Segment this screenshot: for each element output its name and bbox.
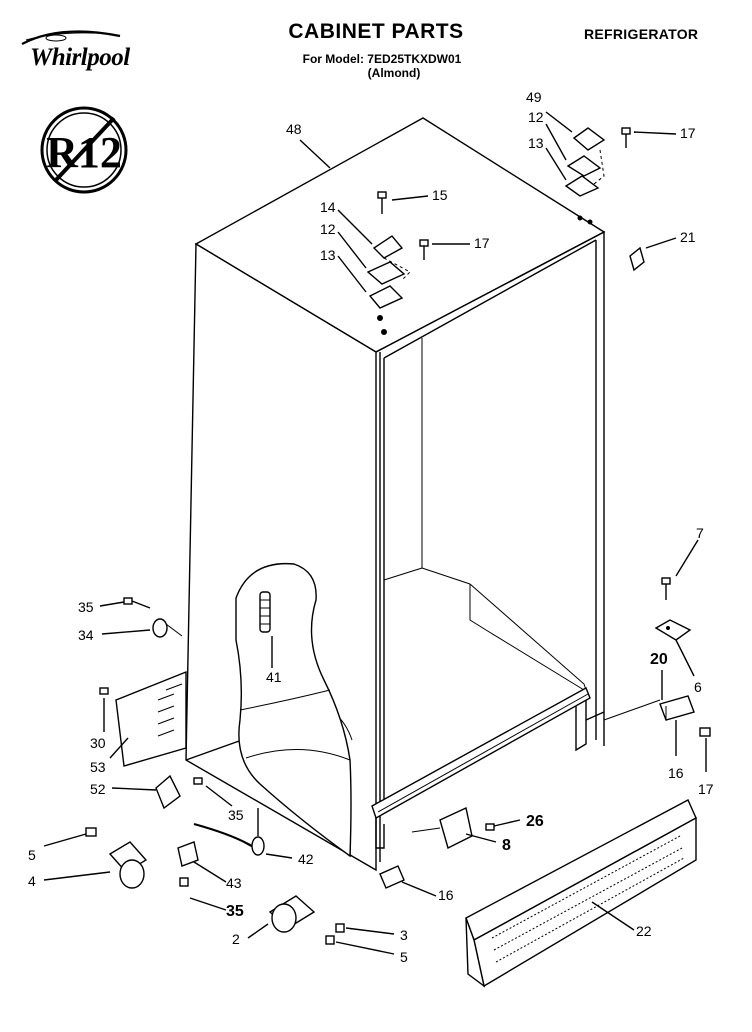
callout-7: 7	[696, 525, 704, 541]
callout-20: 20	[650, 651, 668, 668]
access-cover-plate	[99, 670, 187, 767]
front-roller-right	[268, 895, 345, 945]
right-top-hinge-assembly	[564, 127, 631, 197]
callout-21: 21	[680, 229, 696, 245]
bottom-spacer	[379, 865, 405, 889]
callout-14: 14	[320, 199, 336, 215]
category-label: REFRIGERATOR	[584, 26, 699, 42]
callout-13: 13	[320, 247, 336, 263]
toe-grille	[465, 799, 697, 988]
callout-3: 3	[400, 927, 408, 943]
model-color: (Almond)	[367, 66, 421, 80]
front-roller-left	[85, 827, 148, 889]
page-title: CABINET PARTS	[288, 20, 464, 43]
whirlpool-swirl-logo	[21, 30, 121, 45]
callout-35: 35	[78, 599, 94, 615]
callout-42: 42	[298, 851, 314, 867]
callout-26: 26	[526, 813, 544, 830]
brand-logo-text: Whirlpool	[30, 44, 130, 71]
callout-12: 12	[528, 109, 544, 125]
side-fastener-and-clip	[123, 597, 183, 638]
callout-17: 17	[474, 235, 490, 251]
lower-hinge-assembly	[654, 577, 692, 641]
no-r12-prohibition-icon: R12	[40, 106, 128, 194]
callout-5: 5	[28, 847, 36, 863]
callout-2: 2	[232, 931, 240, 947]
cabinet-bracket	[155, 774, 203, 810]
door-stop-part	[629, 246, 645, 272]
drain-tube	[259, 591, 271, 633]
callout-5: 5	[400, 949, 408, 965]
callout-35: 35	[228, 807, 244, 823]
callout-48: 48	[286, 121, 302, 137]
callout-17: 17	[680, 125, 696, 141]
callout-35: 35	[226, 903, 244, 920]
callout-6: 6	[694, 679, 702, 695]
callout-53: 53	[90, 759, 106, 775]
callout-8: 8	[502, 837, 511, 854]
callout-52: 52	[90, 781, 106, 797]
right-leveling-bracket	[603, 695, 711, 737]
callout-34: 34	[78, 627, 94, 643]
callout-30: 30	[90, 735, 106, 751]
water-tube	[177, 808, 265, 887]
callout-16: 16	[668, 765, 684, 781]
leader-lines	[43, 111, 707, 955]
callout-22: 22	[636, 923, 652, 939]
callout-4: 4	[28, 873, 36, 889]
callout-12: 12	[320, 221, 336, 237]
callout-41: 41	[266, 669, 282, 685]
model-number: For Model: 7ED25TKXDW01	[302, 52, 462, 66]
callout-49: 49	[526, 89, 542, 105]
callout-43: 43	[226, 875, 242, 891]
callout-15: 15	[432, 187, 448, 203]
callout-16: 16	[438, 887, 454, 903]
callout-13: 13	[528, 135, 544, 151]
switch-bracket	[411, 806, 495, 850]
callout-labels: 48 49 12 13 17 15 14 12 17 13 21 7 35 34…	[28, 89, 714, 965]
left-top-hinge-assembly	[366, 191, 429, 309]
callout-17: 17	[698, 781, 714, 797]
cabinet-shell	[185, 117, 606, 872]
